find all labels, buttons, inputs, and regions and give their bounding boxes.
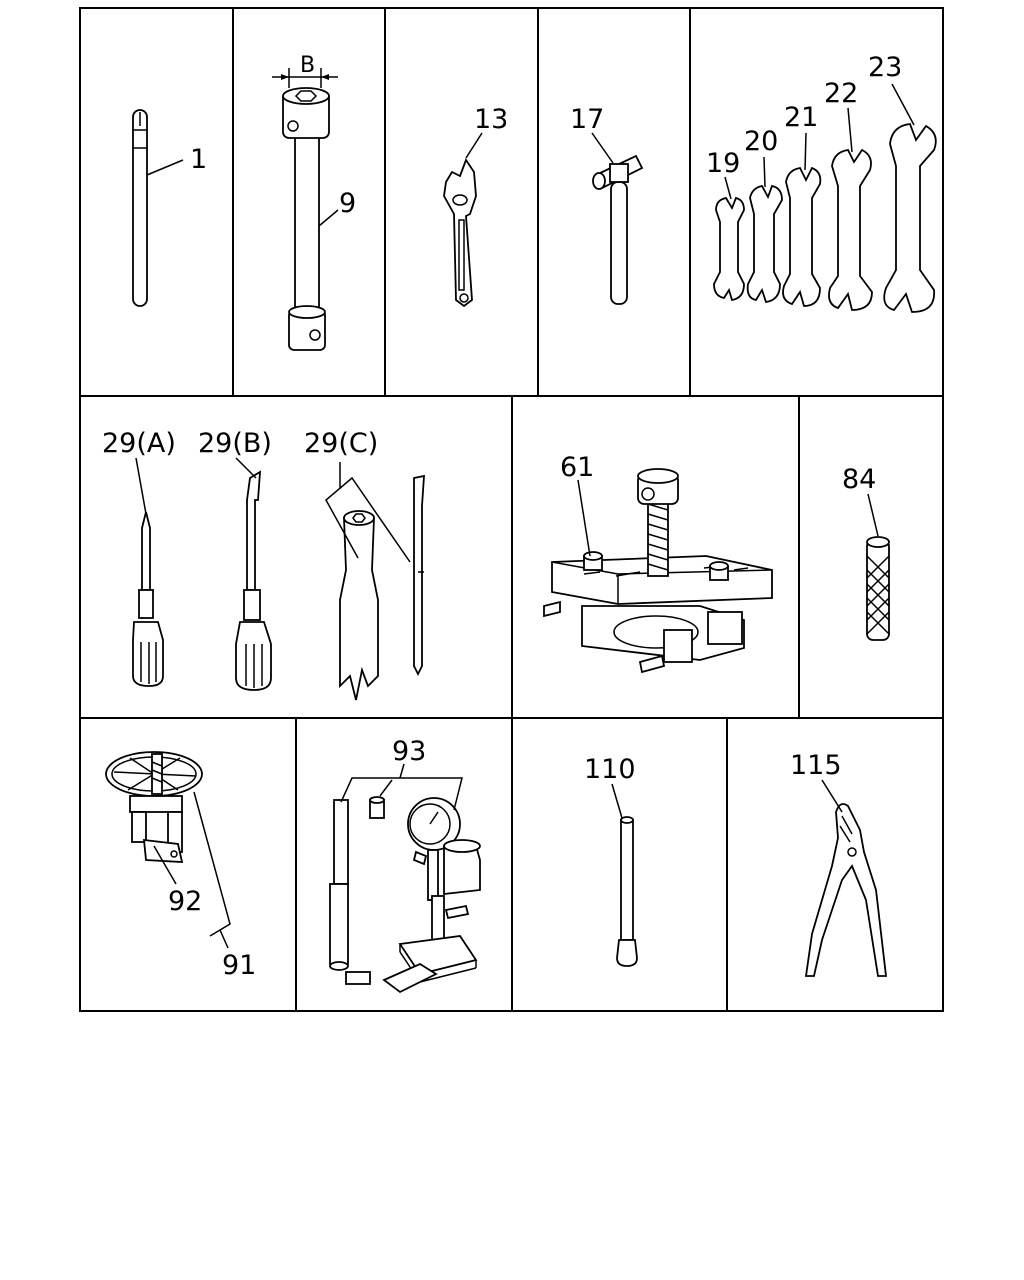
label-part-29b: 29(B) xyxy=(198,428,272,459)
label-part-61: 61 xyxy=(560,452,594,483)
part-93-nozzle-tester: 93 xyxy=(329,736,481,994)
label-part-29a: 29(A) xyxy=(102,428,176,459)
part-110-rod: 110 xyxy=(584,754,638,967)
label-part-20: 20 xyxy=(744,126,778,157)
label-part-93: 93 xyxy=(392,736,426,767)
spanner-20: 20 xyxy=(744,126,783,303)
label-part-23: 23 xyxy=(868,52,902,83)
label-part-29c: 29(C) xyxy=(304,428,378,459)
part-29b-flat-screwdriver: 29(B) xyxy=(198,428,272,691)
label-part-91: 91 xyxy=(222,950,256,981)
label-part-9: 9 xyxy=(339,188,356,219)
part-1-pin-bar: 1 xyxy=(132,109,207,307)
label-part-110: 110 xyxy=(584,754,636,785)
dimension-b: B xyxy=(300,53,315,78)
label-part-19: 19 xyxy=(706,148,740,179)
part-115-pliers: 115 xyxy=(790,750,888,977)
label-part-17: 17 xyxy=(570,104,604,135)
label-part-92: 92 xyxy=(168,886,202,917)
cell-grid xyxy=(79,7,944,1012)
part-61-puller: 61 xyxy=(543,452,773,674)
part-13-adjustable-wrench: 13 xyxy=(443,104,508,308)
label-part-115: 115 xyxy=(790,750,842,781)
part-84-knurled-grip: 84 xyxy=(842,464,890,641)
label-part-22: 22 xyxy=(824,78,858,109)
spanner-21: 21 xyxy=(782,102,822,307)
parts-19-23-spanner-set: 19 20 21 22 23 xyxy=(706,52,937,313)
parts-91-92-handwheel-tool: 92 91 xyxy=(105,751,256,981)
part-29c-driver-handle-and-bit: 29(C) xyxy=(304,428,425,701)
label-part-21: 21 xyxy=(784,102,818,133)
part-17-hammer: 17 xyxy=(570,104,644,305)
part-9-box-wrench: B 9 xyxy=(272,53,356,351)
spanner-19: 19 xyxy=(706,148,745,302)
part-29a-phillips-screwdriver: 29(A) xyxy=(102,428,176,687)
spanner-23: 23 xyxy=(868,52,937,313)
spanner-22: 22 xyxy=(824,78,873,311)
label-part-84: 84 xyxy=(842,464,876,495)
label-part-13: 13 xyxy=(474,104,508,135)
label-part-1: 1 xyxy=(190,144,207,175)
